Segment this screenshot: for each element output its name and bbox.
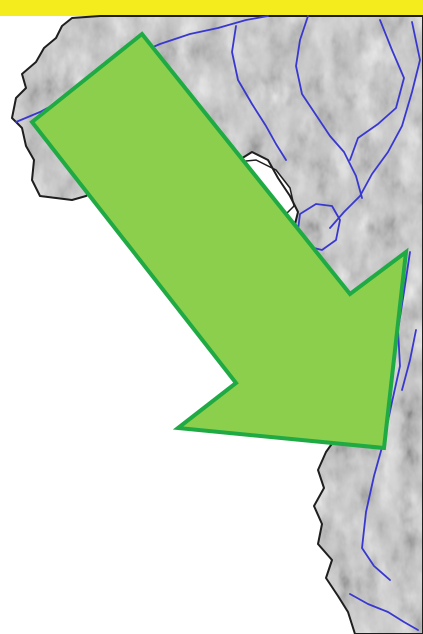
big-arrow-down-right-icon	[29, 31, 409, 451]
river-east-1	[349, 19, 405, 161]
river-south-branch	[401, 329, 417, 391]
river-bottom	[349, 593, 419, 631]
river-north-branch	[295, 15, 363, 199]
river-east-2	[329, 21, 421, 229]
river-upper-east	[231, 25, 287, 161]
header-band	[0, 0, 423, 16]
region-border	[11, 15, 423, 634]
